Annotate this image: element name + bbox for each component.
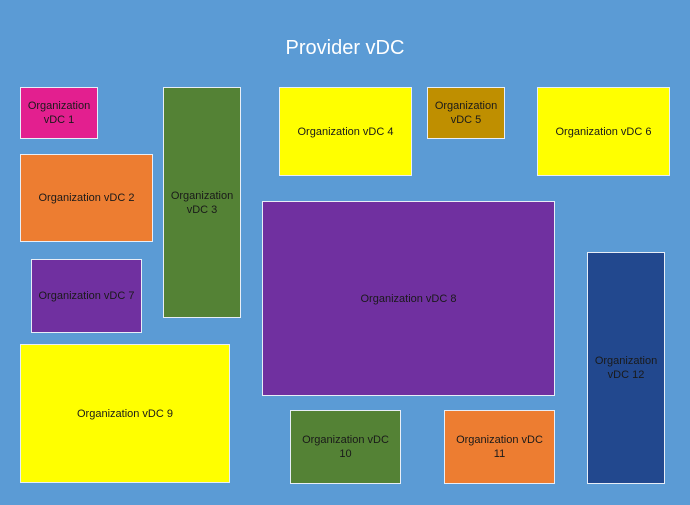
org-vdc-12-label: Organization vDC 12 — [594, 355, 658, 381]
org-vdc-12-box: Organization vDC 12 — [587, 252, 665, 484]
org-vdc-3-label: Organization vDC 3 — [170, 189, 234, 216]
org-vdc-5-label: Organization vDC 5 — [434, 100, 498, 126]
org-vdc-3-box: Organization vDC 3 — [163, 87, 241, 318]
org-vdc-2-label: Organization vDC 2 — [38, 192, 135, 204]
org-vdc-5-box: Organization vDC 5 — [427, 87, 505, 139]
org-vdc-6-label: Organization vDC 6 — [555, 125, 652, 138]
org-vdc-7-box: Organization vDC 7 — [31, 259, 142, 333]
org-vdc-10-box: Organization vDC 10 — [290, 410, 401, 484]
org-vdc-8-label: Organization vDC 8 — [360, 292, 457, 305]
org-vdc-4-box: Organization vDC 4 — [279, 87, 412, 176]
org-vdc-1-box: Organization vDC 1 — [20, 87, 98, 139]
provider-vdc-title: Provider vDC — [285, 37, 405, 59]
org-vdc-8-box: Organization vDC 8 — [262, 201, 555, 396]
org-vdc-9-box: Organization vDC 9 — [20, 344, 230, 483]
org-vdc-2-box: Organization vDC 2 — [20, 154, 153, 242]
org-vdc-9-label: Organization vDC 9 — [77, 407, 173, 420]
org-vdc-7-label: Organization vDC 7 — [38, 290, 135, 302]
org-vdc-4-label: Organization vDC 4 — [297, 125, 394, 138]
org-vdc-11-box: Organization vDC 11 — [444, 410, 555, 484]
org-vdc-10-label: Organization vDC 10 — [302, 434, 389, 460]
org-vdc-1-label: Organization vDC 1 — [27, 100, 91, 126]
org-vdc-6-box: Organization vDC 6 — [537, 87, 670, 176]
org-vdc-11-label: Organization vDC 11 — [456, 434, 543, 460]
